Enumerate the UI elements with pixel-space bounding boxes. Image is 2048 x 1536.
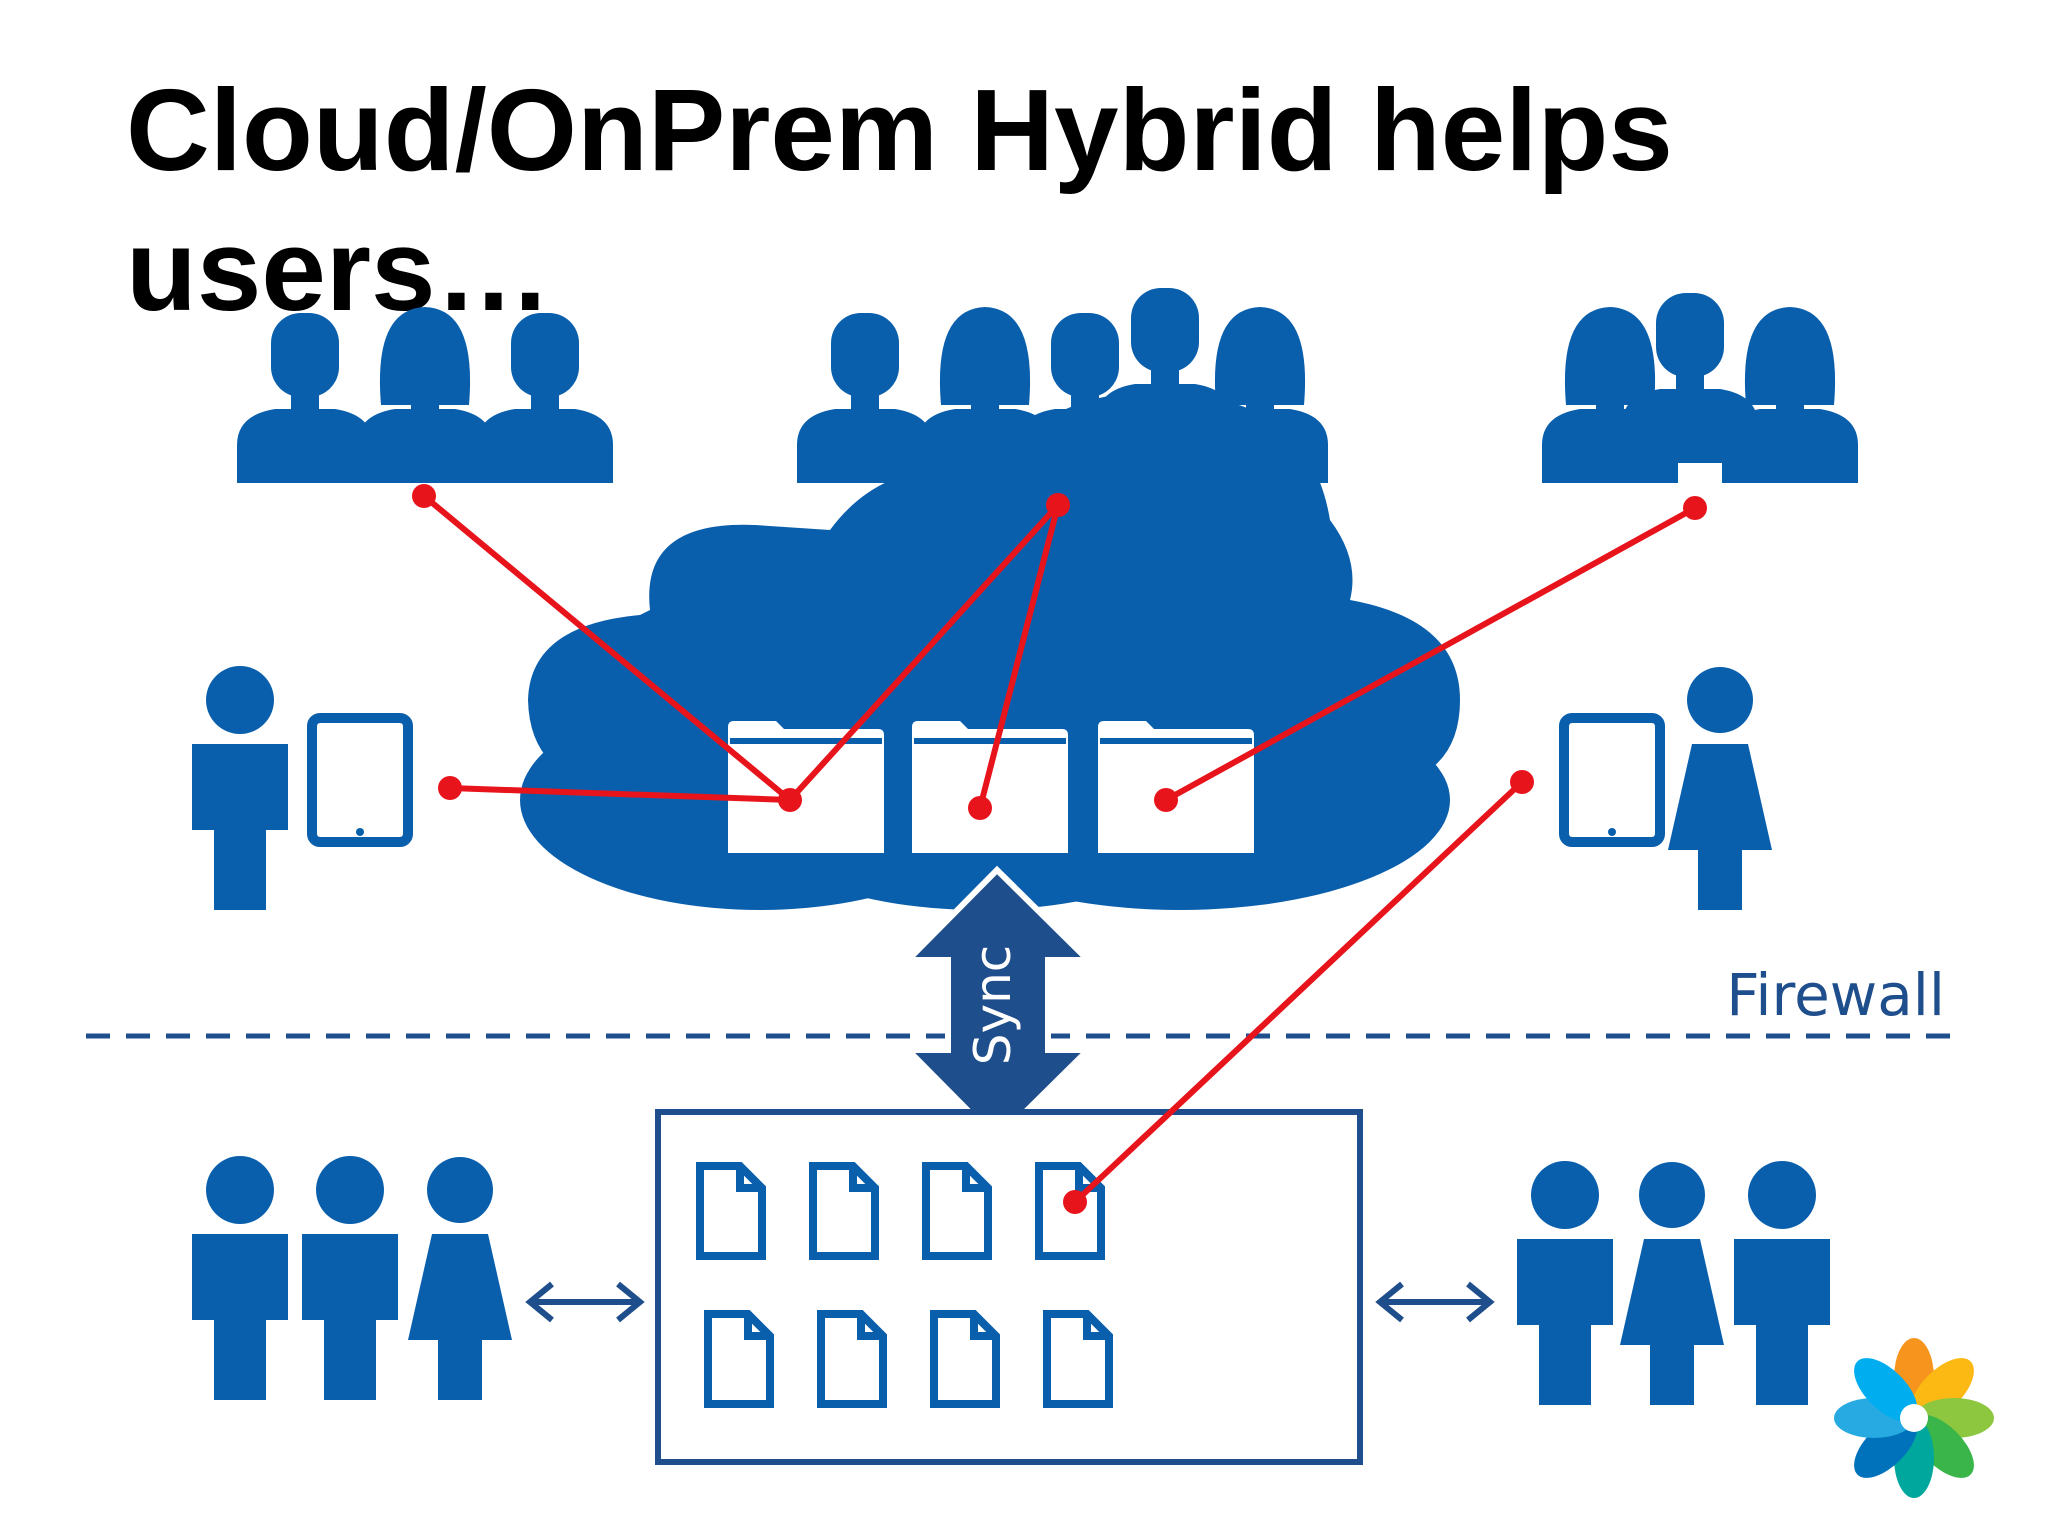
sync-arrow-icon: Sync [900,865,1096,1145]
person-icon [1668,667,1772,910]
person-icon [1517,1161,1830,1405]
document-icon [708,1314,770,1404]
document-icon [700,1166,762,1256]
document-icon [926,1166,988,1256]
user-group-icon [237,307,613,483]
person-icon [192,666,288,910]
folder-icon [728,721,884,853]
logo-flower-icon [1834,1338,1994,1498]
tablet-icon [1564,718,1660,842]
folder-icon [912,721,1068,853]
person-icon [192,1156,512,1400]
tablet-icon [312,718,408,842]
slide-title: Cloud/OnPrem Hybrid helps users… [126,65,1673,335]
folder-icon [1098,721,1254,853]
document-icon [813,1166,875,1256]
document-icon [821,1314,883,1404]
double-arrow-icon [1375,1281,1495,1323]
connector-dots [412,484,1707,1214]
document-icon [934,1314,996,1404]
document-icon [1047,1314,1109,1404]
user-group-icon [1542,293,1858,483]
on-prem-repository [655,1109,1363,1465]
sync-label: Sync [964,945,1022,1066]
firewall-label: Firewall [1726,961,1945,1029]
connector-lines [422,493,1697,1205]
double-arrow-icon [525,1281,645,1323]
